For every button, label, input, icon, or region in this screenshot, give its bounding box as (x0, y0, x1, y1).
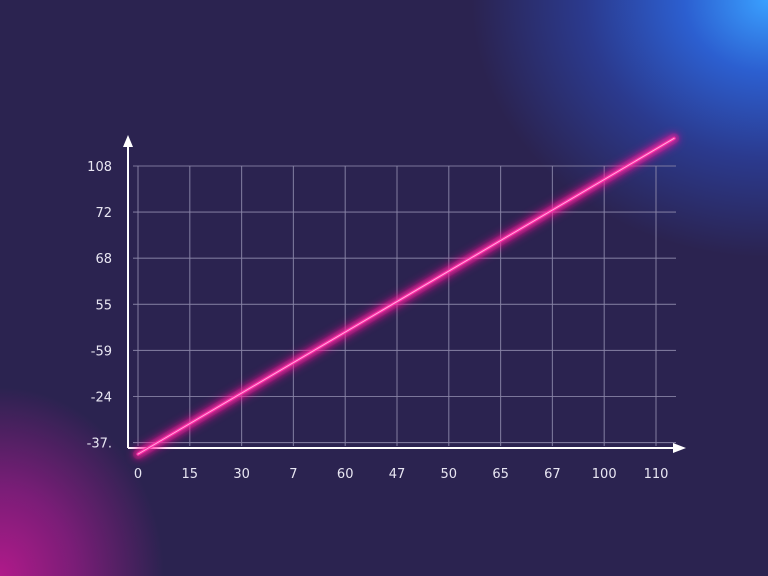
x-tick-label: 110 (644, 467, 669, 482)
y-tick-label: -24 (91, 391, 112, 406)
y-tick-label: 72 (95, 206, 112, 221)
series-group (133, 133, 680, 460)
y-axis-arrow (123, 135, 133, 147)
y-tick-label: -37. (87, 437, 112, 452)
x-tick-label: 65 (492, 467, 509, 482)
x-tick-label: 0 (134, 467, 142, 482)
x-tick-label: 50 (441, 467, 458, 482)
y-tick-label: 55 (95, 298, 112, 313)
x-tick-label: 7 (289, 467, 297, 482)
y-tick-label: 68 (95, 252, 112, 267)
series-line-core (137, 137, 675, 455)
x-tick-label: 15 (182, 467, 199, 482)
x-axis-arrow (673, 443, 686, 453)
x-tick-label: 60 (337, 467, 354, 482)
y-tick-label: -59 (91, 344, 112, 359)
x-tick-label: 67 (544, 467, 561, 482)
y-tick-label: 108 (87, 160, 112, 175)
x-tick-label: 30 (233, 467, 250, 482)
x-tick-labels: 0 15 30 7 60 47 50 65 67 100 110 (134, 467, 669, 482)
x-tick-label: 47 (389, 467, 406, 482)
axes (123, 135, 686, 453)
grid-lines (133, 165, 676, 446)
y-tick-labels: 108 72 68 55 -59 -24 -37. (87, 160, 112, 452)
x-tick-label: 100 (592, 467, 617, 482)
